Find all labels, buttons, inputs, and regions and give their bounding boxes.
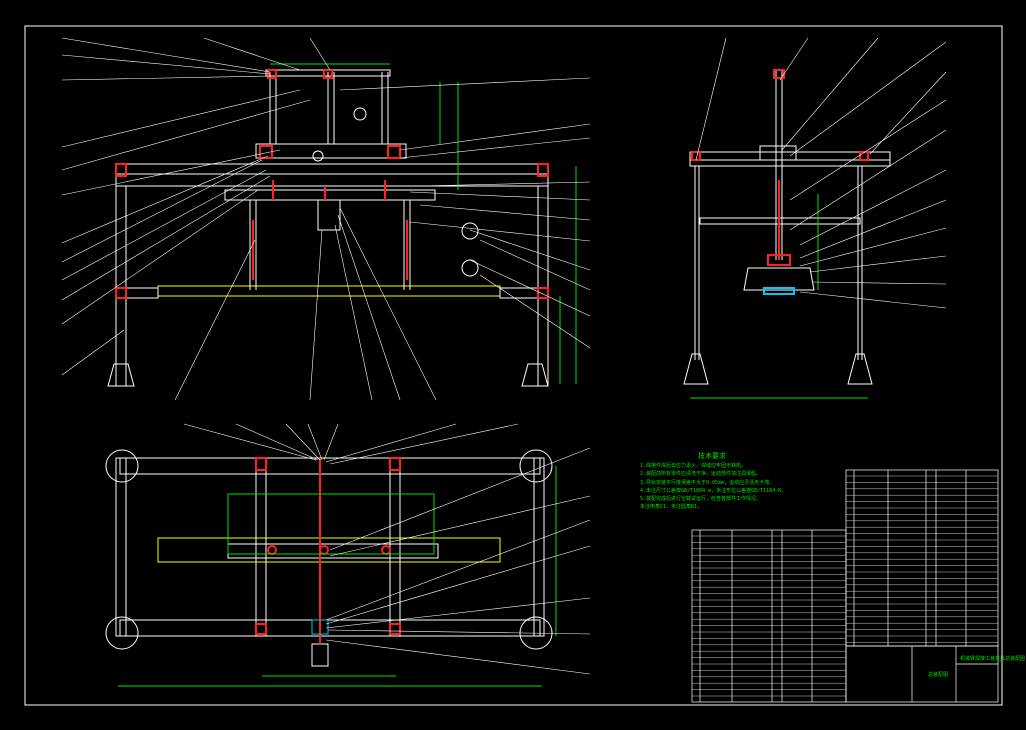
side-view <box>683 70 891 385</box>
top-view-rail <box>157 537 501 563</box>
front-view <box>107 69 549 387</box>
side-view-leaders <box>695 37 947 309</box>
side-view-accent <box>690 194 868 399</box>
front-view-red <box>115 69 549 299</box>
top-view-leaders <box>183 423 591 675</box>
tech-requirement-line: 3.导轨安装平行度误差不大于0.05mm，运动应灵活无卡滞。 <box>640 479 775 486</box>
tech-requirement-line: 未注倒角C1，未注圆角R1。 <box>640 504 703 511</box>
parts-list-rows <box>692 475 998 697</box>
drawing-border <box>24 25 1003 706</box>
tech-requirement-line: 2.装配前所有零件应清洗干净，运动部件加注润滑脂。 <box>640 471 762 478</box>
front-view-dimensions <box>270 63 577 384</box>
tech-requirement-line: 5.装配完成后进行空载试运行，检查各部件工作情况。 <box>640 496 762 503</box>
top-view-red <box>255 457 401 644</box>
title-block-sheet: 总装配图 <box>928 671 948 678</box>
front-view-callouts <box>461 222 479 277</box>
title-block-name: 机械臂焊接工装夹具总装配图 <box>960 655 1025 662</box>
tech-requirement-line: 1.焊接件焊后去应力退火，焊缝应牢固无缺陷。 <box>640 463 747 470</box>
top-view <box>105 449 553 667</box>
tech-requirements-title: 技术要求 <box>698 452 726 460</box>
front-view-leaders <box>61 37 591 401</box>
tech-requirement-line: 4.未注尺寸公差按GB/T1804-m，未注形位公差按GB/T1184-K。 <box>640 487 787 494</box>
side-view-red <box>691 69 869 266</box>
technical-requirements: 技术要求 1.焊接件焊后去应力退火，焊缝应牢固无缺陷。 2.装配前所有零件应清洗… <box>640 452 840 511</box>
top-view-dimensions <box>118 466 557 687</box>
